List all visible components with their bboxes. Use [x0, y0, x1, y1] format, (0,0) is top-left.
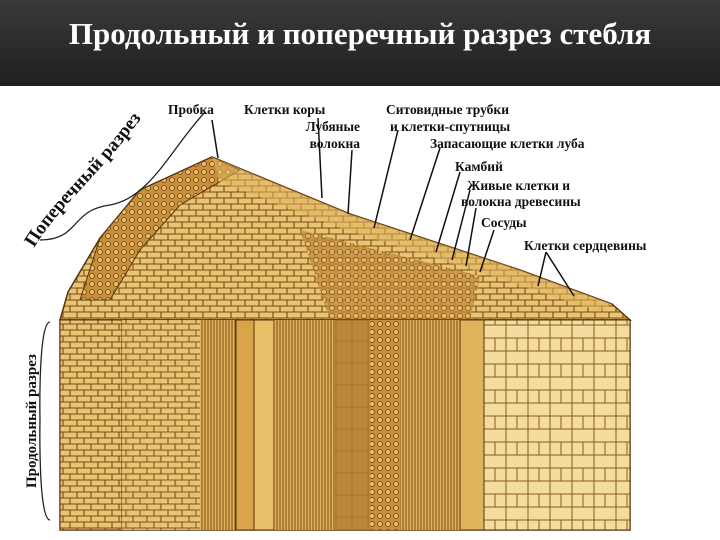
label-living-wood-2: волокна древесины: [461, 194, 581, 209]
fibers-long: [200, 320, 236, 530]
outer-bark-long: [59, 319, 123, 531]
leader-lines: [211, 117, 575, 297]
xylem-cross: [300, 230, 480, 320]
wood-long: [400, 320, 460, 530]
xylem-long: [370, 320, 400, 530]
vessel-2: [253, 319, 275, 531]
cross-brace: [39, 111, 206, 241]
page-title: Продольный и поперечный разрез стебля: [68, 16, 652, 51]
label-sieve-tubes-2: и клетки-спутницы: [390, 119, 511, 134]
label-cambium: Камбий: [455, 159, 503, 174]
label-bast-fibers-1: Лубяные: [305, 119, 360, 134]
label-bast-fibers-2: волокна: [309, 136, 360, 151]
fibers-long-2: [274, 320, 334, 530]
label-vessels: Сосуды: [481, 215, 527, 230]
vessel-1: [235, 319, 255, 531]
cortex-long: [122, 320, 200, 530]
label-living-wood-1: Живые клетки и: [467, 178, 571, 193]
label-pith-cells: Клетки сердцевины: [524, 238, 647, 253]
cambium-long: [334, 320, 370, 530]
label-cortex-cells: Клетки коры: [244, 102, 326, 117]
label-sieve-tubes-1: Ситовидные трубки: [386, 102, 509, 117]
longitudinal-section-label: Продольный разрез: [24, 354, 40, 488]
pith-long: [483, 319, 631, 531]
bark-band: [79, 156, 242, 301]
label-cork: Пробка: [168, 102, 214, 117]
label-storage-bast: Запасающие клетки луба: [430, 136, 585, 151]
longitudinal-brace: [39, 321, 51, 521]
vessel-3: [459, 319, 485, 531]
title-bar: Продольный и поперечный разрез стебля: [0, 0, 720, 86]
stem-diagram: Поперечный разрез: [21, 108, 632, 531]
